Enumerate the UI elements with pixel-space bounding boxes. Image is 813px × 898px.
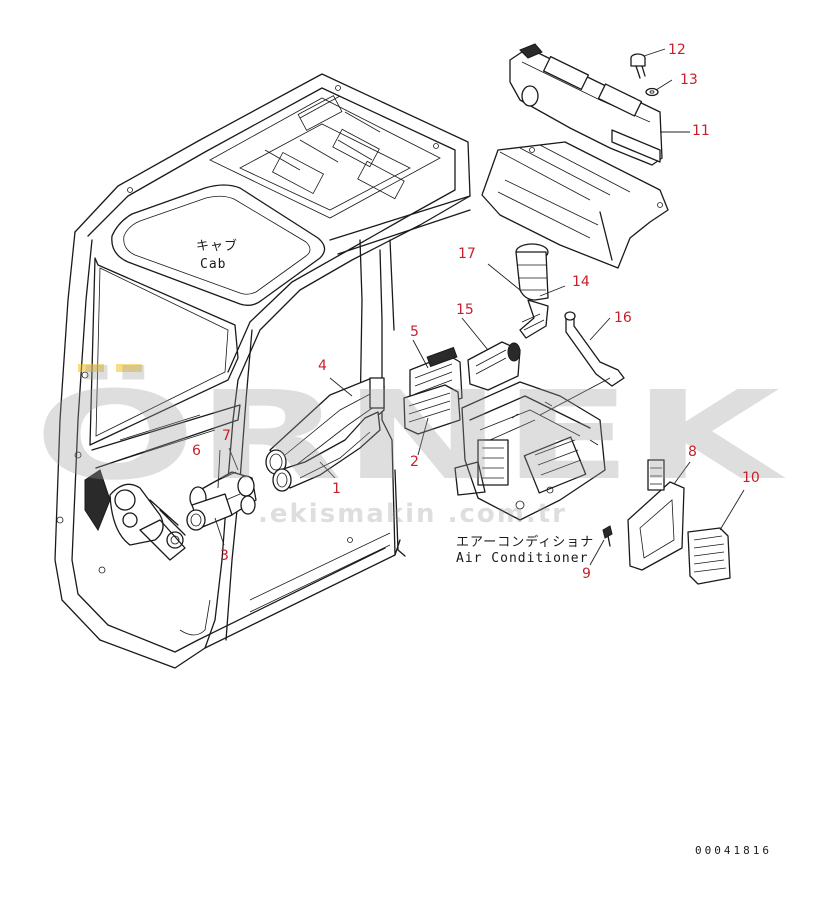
part-1-duct	[272, 411, 381, 492]
part-13-washer	[645, 87, 659, 97]
watermark-accent-left	[78, 364, 104, 372]
callout-9: 9	[582, 566, 591, 582]
part-14-hose	[515, 243, 549, 339]
part-16-pipe	[564, 311, 625, 387]
callout-5: 5	[410, 324, 419, 340]
callout-13: 13	[680, 72, 698, 88]
aircon-label-en: Air Conditioner	[456, 551, 588, 566]
callout-11: 11	[692, 123, 710, 139]
callout-7: 7	[222, 428, 231, 444]
drawing-code: 00041816	[695, 844, 772, 857]
callout-3: 3	[220, 548, 229, 564]
part-10-filter	[687, 527, 731, 585]
cab-label-en: Cab	[200, 257, 226, 272]
callout-6: 6	[192, 443, 201, 459]
callout-15: 15	[456, 302, 474, 318]
callout-17: 17	[458, 246, 476, 262]
callout-10: 10	[742, 470, 760, 486]
part-15-grille	[467, 341, 521, 391]
callout-14: 14	[572, 274, 590, 290]
callout-4: 4	[318, 358, 327, 374]
part-8-frame	[627, 459, 685, 571]
part-12-bolt	[630, 53, 646, 79]
cab-interior-controls	[84, 469, 186, 561]
cab-frame	[54, 73, 471, 669]
watermark-url: .ekismakin .com.tr	[258, 499, 567, 529]
callout-12: 12	[668, 42, 686, 58]
leader-lines	[214, 48, 745, 566]
callout-8: 8	[688, 444, 697, 460]
aircon-label-jp: エアーコンディショナ	[456, 534, 594, 550]
part-3-duct	[186, 493, 233, 531]
callout-1: 1	[332, 481, 341, 497]
part-11-cover	[509, 43, 663, 166]
part-9-screw	[602, 525, 613, 547]
roof-panel	[481, 141, 669, 269]
part-2-louvre	[403, 384, 461, 435]
watermark: ÖRNEK .ekismakin .com.tr	[34, 364, 787, 529]
watermark-accent-right	[116, 364, 142, 372]
callout-2: 2	[410, 454, 419, 470]
callout-16: 16	[614, 310, 632, 326]
part-4-duct	[265, 377, 385, 479]
text-labels: キャブ Cab エアーコンディショナ Air Conditioner 00041…	[196, 238, 772, 857]
air-conditioner-unit	[454, 381, 606, 521]
cab-label-jp: キャブ	[196, 238, 238, 254]
watermark-brand: ÖRNEK	[34, 365, 787, 507]
callouts: 1 2 3 4 5 6 7 8 9 10 11 12 13 14 15 16 1…	[192, 42, 760, 582]
